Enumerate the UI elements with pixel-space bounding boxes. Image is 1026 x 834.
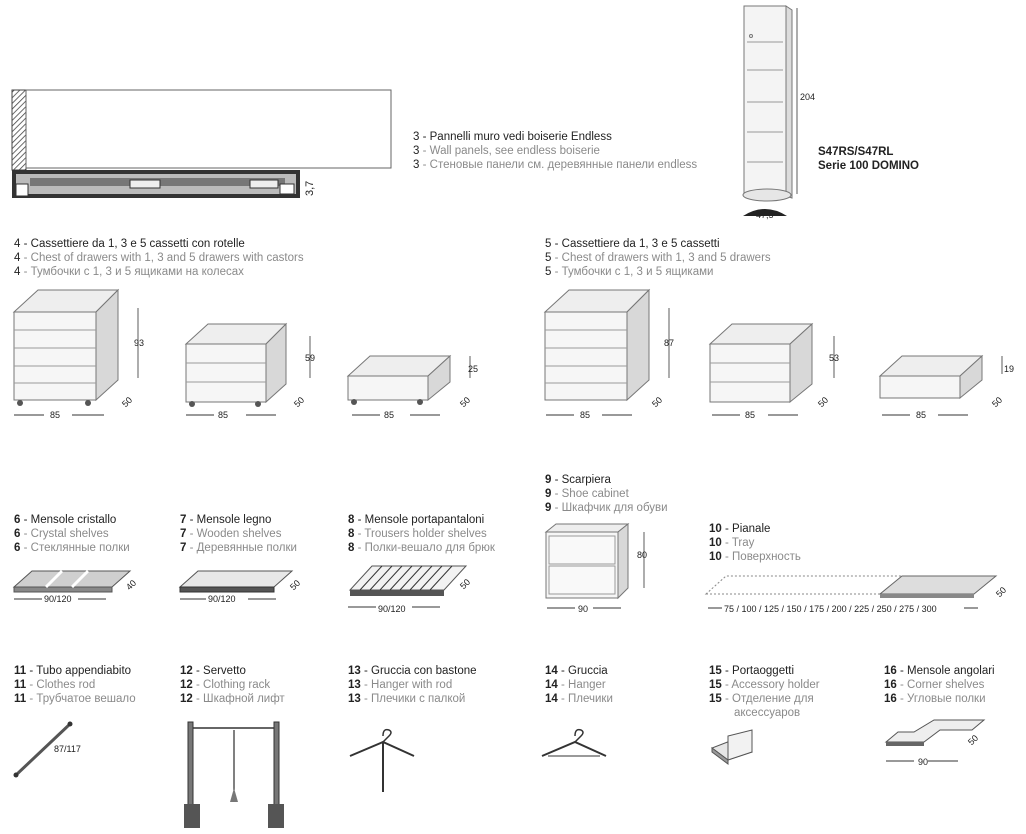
- clothing-rack-drawing: [184, 721, 284, 828]
- tray-drawing: [704, 575, 998, 598]
- accessory-holder-drawing: [710, 729, 753, 765]
- caption-4: 4 - Cassettiere da 1, 3 e 5 cassetti con…: [14, 238, 304, 278]
- c5-3-width: 85: [916, 410, 927, 420]
- caption-10: 10 - Pianale 10 - Tray 10 - Поверхность: [709, 523, 801, 563]
- column-height-dim: 204: [800, 92, 816, 102]
- c4-2-height: 59: [305, 353, 316, 363]
- caption-11: 11 - Tubo appendiabito 11 - Clothes rod …: [14, 665, 136, 705]
- c5-1-width: 85: [580, 410, 591, 420]
- wooden-shelf-drawing: [178, 570, 294, 593]
- column-cabinet-drawing: [742, 5, 798, 216]
- wall-panel-top: [25, 89, 392, 169]
- s11-length: 87/117: [54, 744, 81, 754]
- column-serie: Serie 100 DOMINO: [818, 160, 919, 172]
- caption-12: 12 - Servetto 12 - Clothing rack 12 - Шк…: [180, 665, 285, 705]
- s10-width-line: [708, 607, 978, 609]
- row4-width-lines: [14, 414, 440, 416]
- c4-3-width: 85: [384, 410, 395, 420]
- s10-width: 75 / 100 / 125 / 150 / 175 / 200 / 225 /…: [724, 604, 937, 614]
- s7-width: 90/120: [208, 594, 236, 604]
- s16-width: 90: [918, 757, 929, 767]
- chest-5-drawers-castors: [12, 288, 139, 406]
- s8-width: 90/120: [378, 604, 406, 614]
- caption-15: 15 - Portaoggetti 15 - Accessory holder …: [709, 665, 820, 719]
- caption-5: 5 - Cassettiere da 1, 3 e 5 cassetti 5 -…: [545, 238, 771, 278]
- trousers-shelf-drawing: [348, 565, 468, 596]
- chest-3-drawers-castors: [184, 322, 311, 407]
- chest-1-drawer-castors: [346, 354, 471, 405]
- column-depth-dim: 47,5: [756, 210, 774, 220]
- caption-14: 14 - Gruccia 14 - Hanger 14 - Плечики: [545, 665, 613, 705]
- c4-2-width: 85: [218, 410, 229, 420]
- row5-width-lines: [546, 414, 968, 416]
- corner-shelf-drawing: [884, 719, 986, 746]
- shoe-cabinet-drawing: [544, 522, 645, 600]
- s9-width-line: [547, 607, 621, 609]
- hanger-with-rod-drawing: [349, 728, 415, 792]
- hanger-drawing: [541, 728, 607, 757]
- caption-8: 8 - Mensole portapantaloni 8 - Trousers …: [348, 514, 495, 554]
- chest-3-drawers: [708, 322, 835, 404]
- s16-width-line: [886, 760, 958, 762]
- clothes-rod-drawing: [13, 721, 73, 778]
- caption-13: 13 - Gruccia con bastone 13 - Hanger wit…: [348, 665, 477, 705]
- c5-3-height: 19: [1004, 364, 1015, 374]
- wall-gap-dim: 3,7: [304, 180, 316, 196]
- crystal-shelf-drawing: [12, 569, 132, 593]
- c4-1-height: 93: [134, 338, 145, 348]
- c5-2-width: 85: [745, 410, 756, 420]
- s9-height: 80: [637, 550, 648, 560]
- c5-1-height: 87: [664, 338, 675, 348]
- caption-9: 9 - Scarpiera 9 - Shoe cabinet 9 - Шкафч…: [545, 474, 668, 514]
- s9-width: 90: [578, 604, 589, 614]
- chest-5-drawers: [543, 288, 670, 402]
- c5-2-height: 53: [829, 353, 840, 363]
- caption-7: 7 - Mensole legno 7 - Wooden shelves 7 -…: [180, 514, 297, 554]
- caption-6: 6 - Mensole cristallo 6 - Crystal shelve…: [14, 514, 130, 554]
- caption-3: 3 - Pannelli muro vedi boiserie Endless …: [413, 131, 698, 171]
- caption-16: 16 - Mensole angolari 16 - Corner shelve…: [884, 665, 995, 705]
- shelves-width-lines: [14, 598, 440, 608]
- c4-1-width: 85: [50, 410, 61, 420]
- chest-1-drawer: [878, 354, 1003, 400]
- s6-width: 90/120: [44, 594, 72, 604]
- column-code: S47RS/S47RL: [818, 146, 894, 158]
- c4-3-height: 25: [468, 364, 479, 374]
